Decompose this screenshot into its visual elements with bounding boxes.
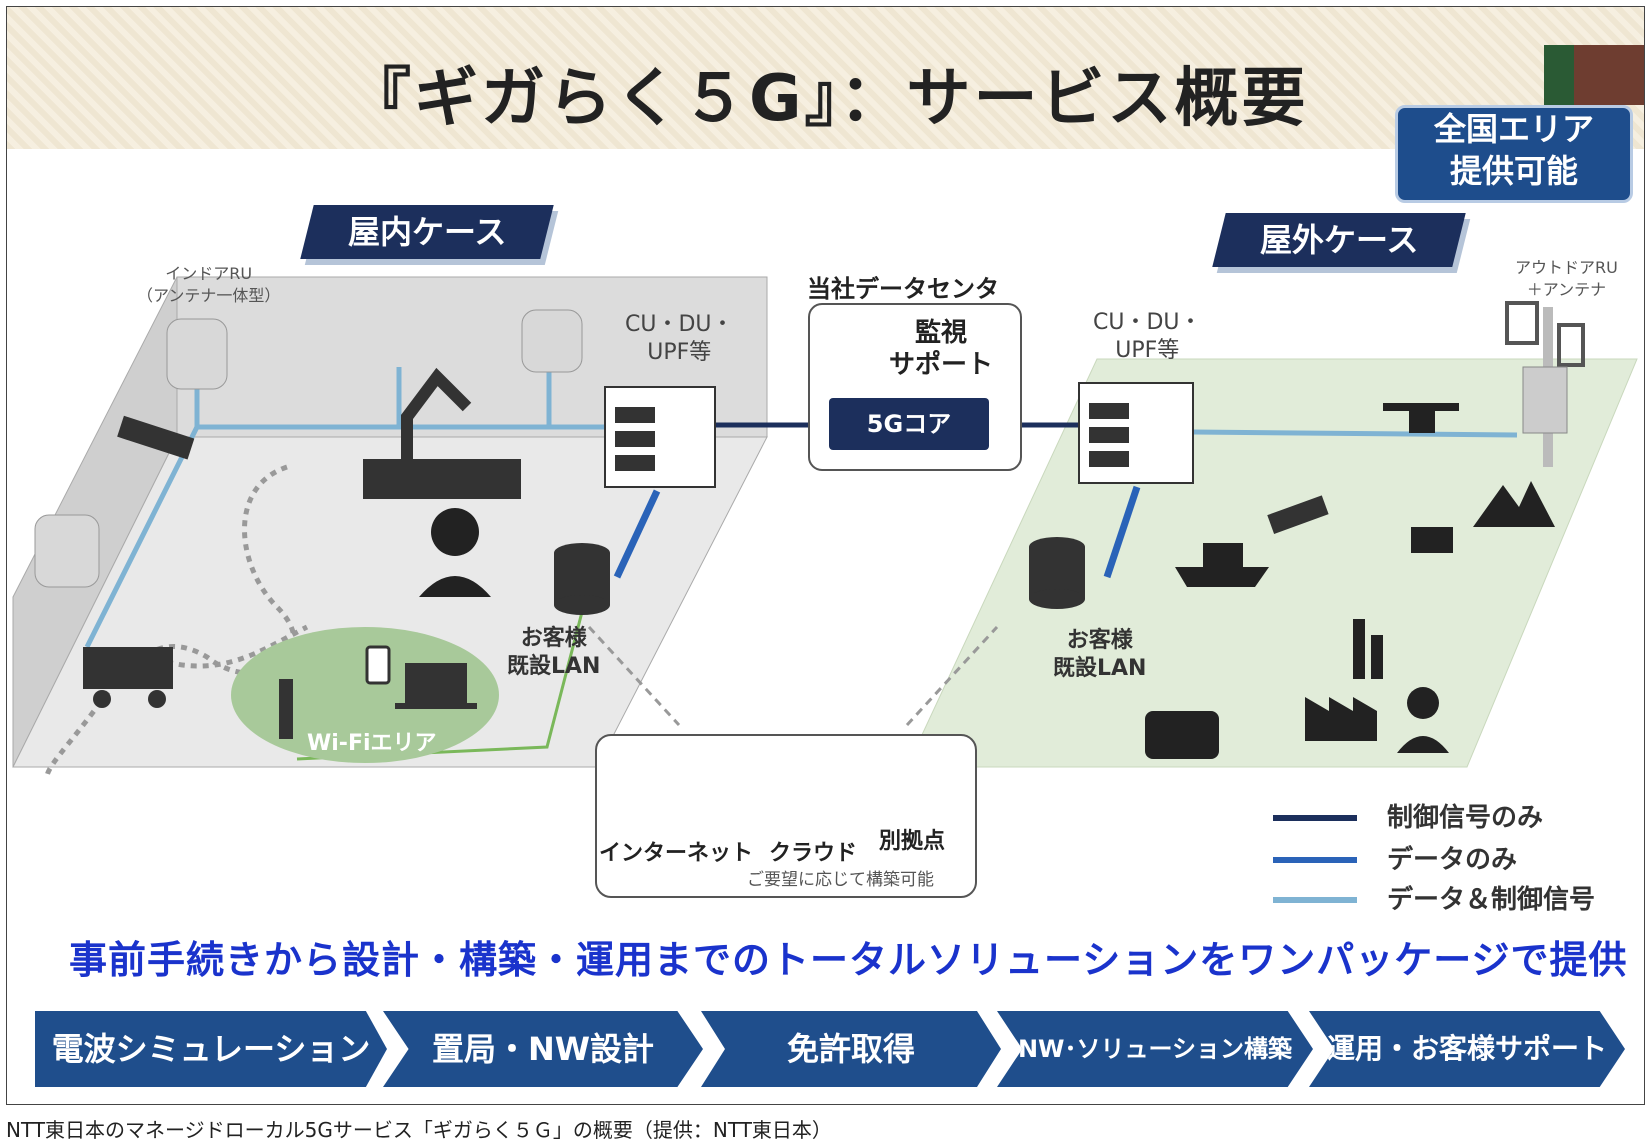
internet-label: インターネット: [599, 841, 754, 866]
agv-icon: [93, 690, 111, 708]
branch-label: 別拠点: [879, 829, 946, 854]
vr-person-icon: [419, 576, 491, 597]
indoor-ru-icon: [34, 514, 100, 588]
outdoor-cable: [1192, 429, 1518, 438]
database-icon: [554, 543, 610, 615]
5g-core-block: 5Gコア: [829, 398, 989, 450]
indoor-case-text: 屋内ケース: [347, 213, 507, 251]
cu-du-line: UPF等: [1115, 338, 1180, 363]
nationwide-badge: 全国エリア 提供可能: [1395, 105, 1633, 203]
monitor-line: 監視: [915, 318, 968, 348]
ship-icon: [1203, 543, 1243, 567]
legend-swatch: [1273, 815, 1357, 821]
robot-arm-icon: [401, 367, 472, 459]
wifi-area-label: Wi-Fiエリア: [307, 731, 437, 756]
lan-line: お客様: [1066, 628, 1133, 653]
lan-line: 既設LAN: [1053, 656, 1147, 681]
step-radio-simulation: 電波シミュレーション: [35, 1011, 387, 1087]
mountain-icon: [1473, 481, 1555, 527]
badge-line: 全国エリア: [1433, 110, 1594, 148]
bus-icon: [1145, 711, 1219, 759]
cloud-services-box: [595, 734, 977, 898]
outdoor-ru-icon: [1522, 366, 1568, 434]
lan-line: 既設LAN: [507, 654, 601, 679]
server-icon: [604, 386, 716, 488]
indoor-case-label: 屋内ケース: [300, 205, 554, 259]
datacenter-title: 当社データセンタ: [807, 275, 999, 303]
step-nw-design: 置局・NW設計: [383, 1011, 703, 1087]
legend-swatch: [1273, 857, 1357, 863]
outdoor-antenna-icon: [1505, 301, 1539, 345]
drone-icon: [1409, 411, 1435, 433]
cu-du-line: CU・DU・: [1093, 310, 1202, 335]
cloud-label: クラウド: [769, 841, 858, 866]
step-nw-build: NW･ソリューション構築: [997, 1011, 1313, 1087]
outdoor-ru-line: ＋アンテナ: [1526, 280, 1607, 299]
cu-du-left-label: CU・DU・ UPF等: [625, 311, 734, 367]
step-operation: 運用・お客様サポート: [1309, 1011, 1625, 1087]
accent-block: [1574, 45, 1644, 105]
cu-du-right-label: CU・DU・ UPF等: [1093, 309, 1202, 365]
indoor-ru-icon: [166, 318, 228, 390]
agv-icon: [83, 647, 173, 689]
router-icon: [279, 679, 293, 739]
agv-icon: [148, 690, 166, 708]
camera-icon: [1267, 495, 1329, 534]
server-icon: [1078, 382, 1194, 484]
monitor-line: サポート: [889, 350, 994, 380]
agv-route: [44, 464, 297, 778]
customer-lan-left: お客様 既設LAN: [507, 625, 600, 681]
smartphone-icon: [365, 645, 391, 685]
indoor-cable: [84, 425, 200, 649]
outdoor-case-text: 屋外ケース: [1259, 221, 1419, 259]
legend-label: データ＆制御信号: [1387, 885, 1596, 915]
customer-lan-right: お客様 既設LAN: [1053, 627, 1146, 683]
agv-route: [166, 624, 309, 669]
camera-icon: [117, 415, 195, 460]
monitor-support-label: 監視 サポート: [889, 317, 993, 381]
cu-du-line: CU・DU・: [625, 312, 734, 337]
drone-icon: [1383, 403, 1459, 411]
slide: 『ギガらく５G』：サービス概要 全国エリア 提供可能 Wi-Fiエリ: [6, 6, 1645, 1105]
indoor-ru-line: （アンテナ一体型）: [137, 286, 281, 305]
accent-block: [1544, 45, 1574, 105]
conveyor-icon: [363, 459, 521, 499]
excavator-icon: [1411, 527, 1453, 553]
page-title: 『ギガらく５G』：サービス概要: [347, 62, 1309, 136]
legend-swatch: [1273, 897, 1357, 903]
indoor-ru-label: インドアRU （アンテナ一体型）: [137, 263, 280, 307]
indoor-ru-line: インドアRU: [165, 264, 253, 283]
outdoor-ru-label: アウトドアRU ＋アンテナ: [1515, 257, 1618, 301]
outdoor-ru-line: アウトドアRU: [1515, 258, 1618, 277]
chimney-icon: [1371, 635, 1383, 679]
laptop-icon: [405, 663, 467, 703]
lan-line: お客様: [520, 626, 587, 651]
outdoor-antenna-icon: [1557, 323, 1585, 367]
title-banner: [7, 7, 1644, 149]
tagline: 事前手続きから設計・構築・運用までのトータルソリューションをワンパッケージで提供: [69, 938, 1628, 982]
tablet-person-icon: [1407, 687, 1439, 719]
vr-person-icon: [431, 508, 479, 556]
figure-caption: NTT東日本のマネージドローカル5Gサービス「ギガらく５Ｇ」の概要（提供：NTT…: [6, 1118, 832, 1142]
data-line: [613, 489, 661, 579]
indoor-ru-icon: [521, 309, 583, 373]
legend-label: 制御信号のみ: [1387, 803, 1544, 833]
cu-du-line: UPF等: [647, 340, 712, 365]
ship-icon: [1175, 567, 1269, 587]
data-line: [1103, 485, 1141, 579]
badge-line: 提供可能: [1449, 152, 1578, 190]
legend-label: データのみ: [1387, 845, 1518, 875]
build-note: ご要望に応じて構築可能: [747, 870, 934, 890]
outdoor-case-label: 屋外ケース: [1212, 213, 1466, 267]
factory-icon: [1305, 697, 1377, 741]
step-license: 免許取得: [701, 1011, 1001, 1087]
laptop-icon: [395, 703, 477, 709]
process-steps: 電波シミュレーション 置局・NW設計 免許取得 NW･ソリューション構築 運用・…: [35, 1011, 1625, 1087]
database-icon: [1029, 537, 1085, 609]
chimney-icon: [1353, 619, 1365, 679]
tablet-person-icon: [1397, 736, 1449, 753]
